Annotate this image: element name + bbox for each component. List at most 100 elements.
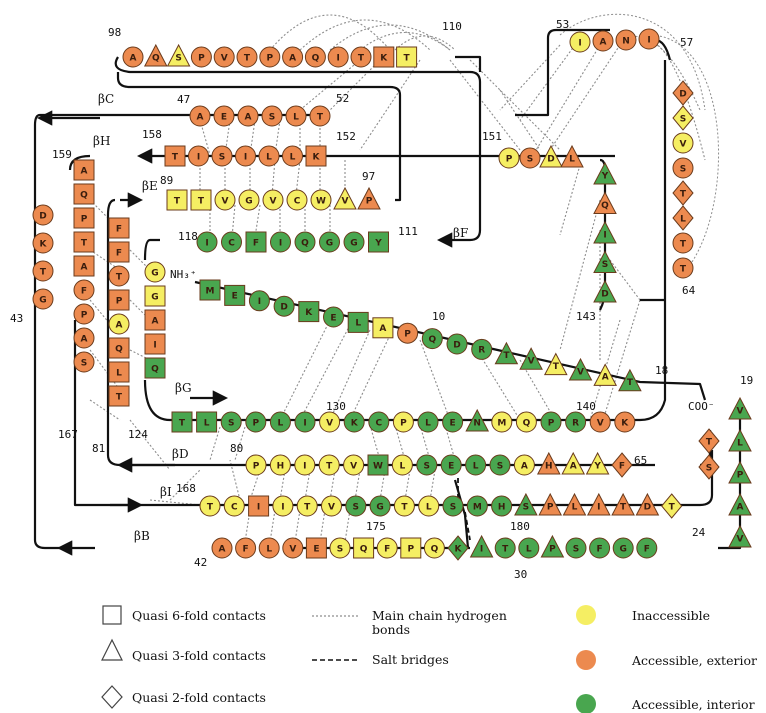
residue-number: 47: [177, 93, 190, 106]
residue-v53-2: N: [615, 29, 637, 51]
residue-c47-2: A: [237, 105, 259, 127]
residue-letter: P: [116, 296, 123, 306]
strand-label: βB: [134, 529, 150, 543]
residue-letter: E: [330, 313, 336, 323]
residue-v143-1: Q: [593, 191, 617, 214]
residue-n10-2: I: [248, 290, 270, 312]
residue-e89-0: T: [166, 189, 188, 211]
residue-letter: K: [40, 239, 48, 249]
residue-letter: P: [81, 310, 88, 320]
residue-marker: [368, 411, 390, 433]
residue-letter: L: [266, 152, 272, 162]
legend-exterior-label: Accessible, exterior: [631, 653, 757, 668]
residue-letter: G: [151, 292, 158, 302]
residue-letter: G: [376, 502, 383, 512]
residue-letter: T: [706, 437, 713, 447]
residue-letter: G: [39, 295, 46, 305]
residue-letter: T: [553, 362, 560, 372]
residue-b42-6: Q: [353, 537, 375, 559]
residue-v143-2: I: [593, 220, 617, 244]
residue-h158-6: K: [305, 145, 327, 167]
residue-number: 80: [230, 442, 243, 455]
residue-marker: [391, 454, 413, 476]
residue-v19-0: V: [728, 396, 752, 420]
residue-marker: [294, 411, 316, 433]
residue-marker: [213, 46, 235, 68]
c-terminus-label: COO⁻: [688, 400, 715, 413]
residue-marker: [397, 322, 419, 344]
residue-marker: [539, 144, 563, 168]
residue-number: 19: [740, 374, 753, 387]
residue-letter: F: [253, 238, 259, 248]
residue-letter: A: [197, 112, 204, 122]
residue-g130-10: L: [417, 411, 439, 433]
square-legend-icon: [102, 605, 122, 625]
residue-i168-2: I: [248, 495, 270, 517]
residue-marker: [672, 257, 694, 279]
residue-top-12: T: [396, 46, 418, 68]
residue-d80-14: Y: [585, 451, 610, 475]
strand-label: βC: [98, 92, 114, 106]
residue-g130-2: S: [220, 411, 242, 433]
residue-top-2: S: [166, 43, 191, 67]
residue-marker: [611, 452, 633, 478]
residue-letter: L: [278, 418, 284, 428]
residue-letter: I: [578, 38, 581, 48]
residue-marker: [108, 361, 130, 383]
residue-letter: R: [572, 418, 579, 428]
residue-letter: A: [521, 461, 528, 471]
residue-e89-1: T: [190, 189, 212, 211]
legend-salt-label: Salt bridges: [372, 652, 449, 667]
residue-letter: V: [680, 139, 687, 149]
residue-letter: Q: [80, 190, 88, 200]
strand-label: βI: [160, 485, 172, 499]
residue-marker: [282, 46, 304, 68]
residue-marker: [638, 28, 660, 50]
residue-marker: [593, 363, 618, 386]
residue-letter: S: [497, 461, 503, 471]
residue-g130-14: Q: [515, 411, 537, 433]
residue-v159-5: F: [73, 279, 95, 301]
hbond-line: [549, 44, 621, 151]
residue-v81-2: T: [108, 265, 130, 287]
residue-letter: L: [290, 152, 296, 162]
residue-i168-10: S: [442, 495, 464, 517]
strand-label: βF: [453, 226, 468, 240]
residue-letter: K: [351, 418, 359, 428]
residue-marker: [245, 411, 267, 433]
residue-marker: [672, 180, 694, 206]
residue-b42-8: P: [400, 537, 422, 559]
residue-top-9: I: [327, 46, 349, 68]
residue-marker: [562, 492, 587, 516]
residue-v57-2: V: [672, 132, 694, 154]
residue-marker: [321, 495, 342, 517]
hbond-line: [299, 324, 351, 421]
residue-letter: V: [328, 502, 335, 512]
hbond-line: [559, 164, 581, 236]
residue-r151-3: L: [560, 144, 584, 168]
residue-d80-7: S: [416, 454, 438, 476]
residue-letter: I: [279, 238, 282, 248]
residue-marker: [353, 537, 375, 559]
residue-number: 64: [682, 284, 696, 297]
residue-g130-0: T: [171, 411, 193, 433]
residue-g130-17: V: [589, 411, 611, 433]
residue-n10-13: V: [519, 347, 543, 370]
residue-g130-9: P: [392, 411, 414, 433]
residue-marker: [73, 207, 95, 229]
residue-letter: Q: [151, 364, 159, 374]
residue-n10-3: D: [273, 295, 295, 317]
residue-letter: I: [205, 238, 208, 248]
residue-number: 143: [576, 310, 596, 323]
residue-g130-6: V: [319, 411, 341, 433]
residue-marker: [614, 411, 636, 433]
residue-e89-4: V: [262, 189, 284, 211]
residue-marker: [319, 411, 341, 433]
residue-marker: [518, 537, 540, 559]
residue-letter: P: [81, 214, 88, 224]
residue-marker: [305, 537, 327, 559]
residue-marker: [248, 290, 270, 312]
residue-d80-1: H: [269, 454, 291, 476]
residue-marker: [612, 537, 634, 559]
residue-letter: S: [450, 502, 456, 512]
